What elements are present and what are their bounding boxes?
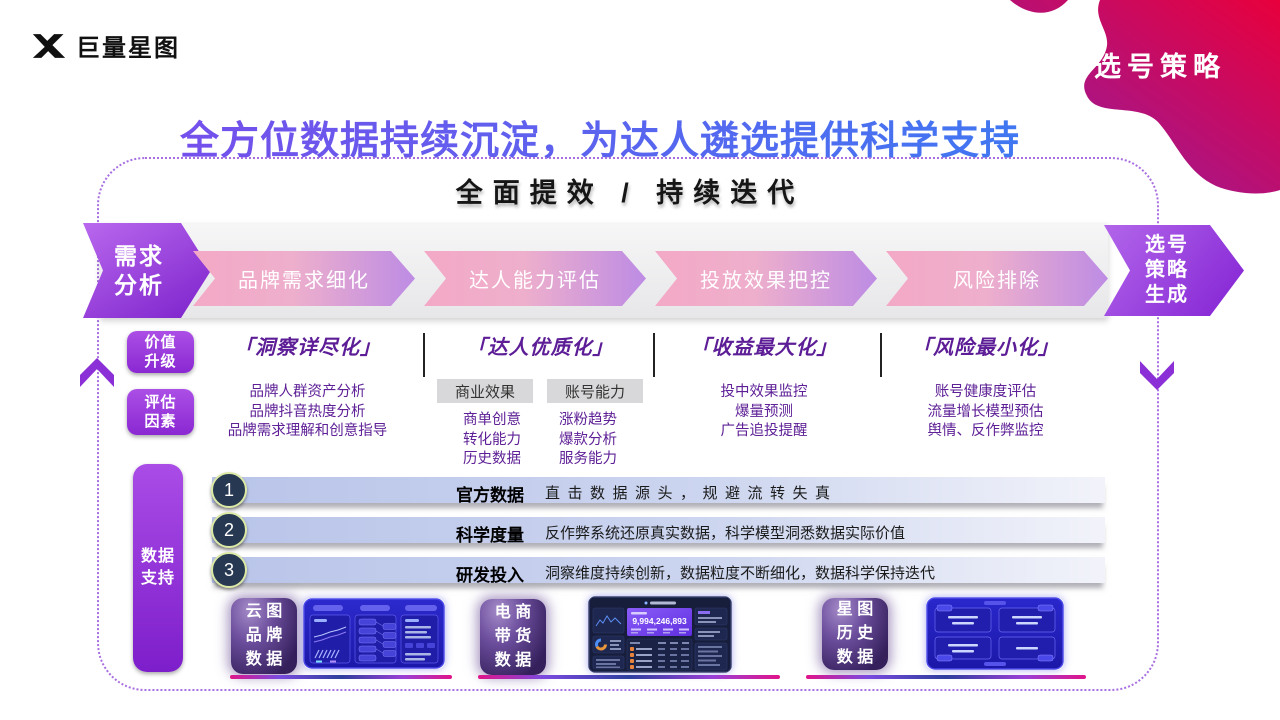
brand-logo-text: 巨量星图	[76, 35, 180, 62]
label-line: 历 史	[836, 625, 874, 642]
history-dashboard-screenshot	[926, 597, 1064, 670]
label-line: 评估	[144, 394, 177, 411]
column-item: 商单创意	[463, 412, 521, 428]
column-item: 品牌抖音热度分析	[249, 403, 366, 420]
row-description: 洞察维度持续创新，数据粒度不断细化，数据科学保持迭代	[545, 565, 936, 582]
brand-logo: 巨量星图	[32, 28, 180, 63]
column-item: 爆量预测	[735, 403, 793, 420]
data-row-bar	[212, 517, 1105, 543]
label-line: 数据	[140, 548, 175, 565]
data-row-bar	[212, 557, 1105, 583]
tag-business-effect: 商业效果	[437, 379, 533, 403]
column-item: 流量增长模型预估	[927, 403, 1044, 420]
label-line: 电 商	[494, 604, 532, 621]
flow-start-line: 分析	[114, 271, 164, 298]
label-line: 数 据	[836, 649, 874, 666]
column-items: 账号健康度评估 流量增长模型预估 舆情、反作弊监控	[878, 383, 1093, 442]
column-header: 「洞察详尽化」	[234, 337, 381, 359]
column-item: 涨粉趋势	[559, 412, 617, 428]
board-header: 全面提效 / 持续迭代	[455, 178, 805, 208]
column-tag-items: 商单创意 转化能力 历史数据 涨粉趋势 爆款分析 服务能力	[430, 411, 650, 470]
column-divider	[653, 333, 655, 377]
label-line: 云 图	[245, 603, 283, 620]
label-line: 数 据	[494, 652, 532, 669]
row-description: 反作弊系统还原真实数据，科学模型洞悉数据实际价值	[545, 525, 906, 542]
column-item: 品牌需求理解和创意指导	[227, 423, 388, 439]
label-startmap-history-data: 星 图 历 史 数 据	[822, 598, 888, 670]
column-item: 投中效果监控	[720, 384, 808, 400]
flow-start-line: 需求	[114, 242, 164, 269]
tag-item-list: 商单创意 转化能力 历史数据	[463, 411, 521, 470]
ecommerce-dashboard-screenshot: 9,994,246,893	[588, 596, 732, 673]
column-item: 服务能力	[559, 451, 617, 467]
column-item: 转化能力	[463, 431, 521, 448]
column-tags: 商业效果 账号能力	[430, 379, 650, 403]
label-line: 升级	[144, 353, 177, 370]
data-row-bar	[212, 477, 1105, 503]
label-value-upgrade: 价值 升级	[127, 331, 194, 373]
column-item: 账号健康度评估	[934, 384, 1037, 400]
label-yuntu-brand-data: 云 图 品 牌 数 据	[231, 598, 297, 674]
flow-step-3: 投放效果把控	[655, 251, 877, 306]
label-line: 数 据	[245, 651, 283, 668]
column-header: 「收益最大化」	[690, 337, 838, 359]
yuntu-dashboard-screenshot	[303, 598, 445, 669]
flow-end-line: 策略	[1145, 259, 1189, 281]
page-title: 全方位数据持续沉淀，为达人遴选提供科学支持	[0, 110, 1200, 166]
arrow-down-icon	[1140, 361, 1174, 390]
column-talent-quality: 「达人优质化」 商业效果 账号能力 商单创意 转化能力 历史数据 涨粉趋势 爆款…	[430, 331, 650, 471]
label-line: 星 图	[836, 601, 874, 618]
tag-item-list: 涨粉趋势 爆款分析 服务能力	[559, 411, 617, 470]
arrow-up-icon	[80, 358, 114, 387]
column-header: 「达人优质化」	[466, 337, 614, 359]
column-divider	[423, 333, 425, 377]
star-map-logo-icon	[32, 33, 66, 58]
flow-step-2: 达人能力评估	[424, 251, 646, 306]
label-line: 价值	[144, 334, 177, 351]
flow-step-4: 风险排除	[886, 251, 1108, 306]
corner-ribbon-label: 选号策略	[1094, 52, 1226, 82]
label-line: 因素	[144, 413, 177, 430]
row-title: 官方数据	[456, 486, 524, 505]
column-revenue-max: 「收益最大化」 投中效果监控 爆量预测 广告追投提醒	[658, 331, 870, 471]
label-evaluation-factors: 评估 因素	[127, 389, 194, 435]
column-item: 品牌人群资产分析	[249, 384, 366, 400]
column-insight: 「洞察详尽化」 品牌人群资产分析 品牌抖音热度分析 品牌需求理解和创意指导	[200, 331, 415, 471]
row-title: 研发投入	[456, 566, 524, 585]
group-underline	[230, 675, 452, 679]
row-title: 科学度量	[456, 526, 524, 545]
dashboard-gmv-number: 9,994,246,893	[632, 616, 687, 626]
flow-end-line: 选号	[1145, 234, 1189, 256]
row-description: 直击数据源头，规避流转失真	[545, 485, 838, 502]
column-items: 投中效果监控 爆量预测 广告追投提醒	[658, 383, 870, 442]
label-line: 品 牌	[245, 627, 283, 644]
column-item: 广告追投提醒	[720, 423, 808, 439]
flow-end-line: 生成	[1145, 284, 1189, 306]
group-underline	[478, 675, 780, 679]
row-number-badge: 1	[211, 472, 247, 508]
label-line: 支持	[140, 570, 175, 587]
column-item: 爆款分析	[559, 431, 617, 448]
row-number-badge: 2	[211, 512, 247, 548]
label-data-support: 数据 支持	[133, 464, 183, 672]
corner-ribbon-shape	[1010, 0, 1280, 194]
label-ecommerce-data: 电 商 带 货 数 据	[480, 599, 546, 675]
group-underline	[806, 675, 1086, 679]
column-header: 「风险最小化」	[912, 337, 1059, 359]
strategy-board-frame	[97, 157, 1159, 691]
column-item: 舆情、反作弊监控	[927, 423, 1044, 439]
column-divider	[880, 333, 882, 377]
flow-step-1: 品牌需求细化	[193, 251, 415, 306]
row-number-badge: 3	[211, 552, 247, 588]
label-line: 带 货	[494, 628, 532, 645]
column-risk-min: 「风险最小化」 账号健康度评估 流量增长模型预估 舆情、反作弊监控	[878, 331, 1093, 471]
tag-account-ability: 账号能力	[547, 379, 643, 403]
column-items: 品牌人群资产分析 品牌抖音热度分析 品牌需求理解和创意指导	[200, 383, 415, 442]
flow-start-arrow: 需求 分析	[83, 223, 211, 318]
column-item: 历史数据	[463, 451, 521, 467]
